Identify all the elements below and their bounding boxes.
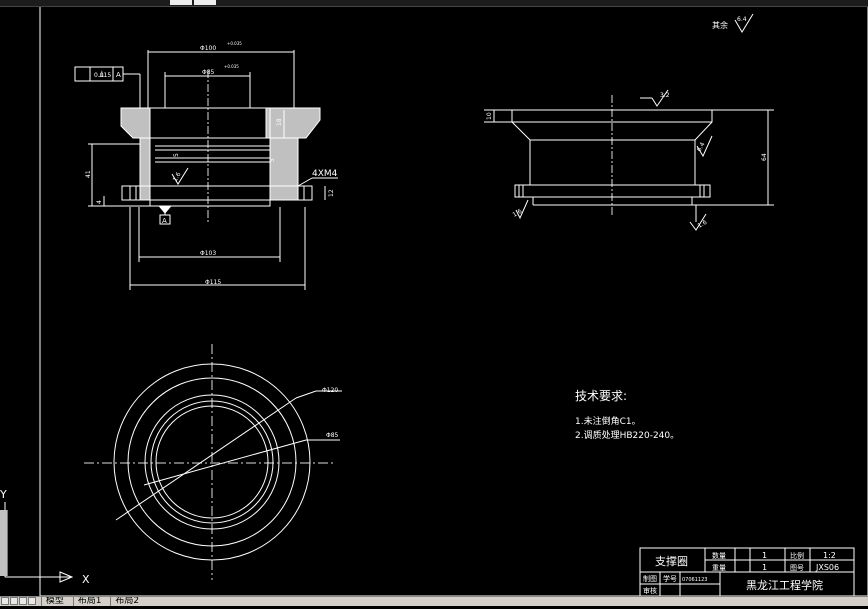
dim-right-upper: 18: [276, 118, 283, 126]
dim-groove-b: 5: [269, 158, 276, 162]
technical-requirements: 技术要求: 1.未注倒角C1。 2.调质处理HB220-240。: [575, 389, 679, 441]
title-drawing-no-label: 图号: [790, 564, 804, 572]
left-scrollbar[interactable]: [0, 510, 8, 576]
front-section-view: [74, 50, 338, 290]
title-scale-label: 比例: [790, 551, 804, 560]
title-drawing-no-value: JXS06: [815, 563, 839, 572]
title-drafter-label: 制图: [643, 574, 657, 583]
tab-nav-prev-icon[interactable]: [10, 597, 18, 605]
title-weight-value: 1: [762, 563, 767, 572]
datum-label: A: [162, 217, 167, 225]
dim-top-outer-tol: +0.035: [227, 41, 242, 46]
title-checker-label: 审核: [643, 586, 657, 595]
roughness-note-value: 6.4: [737, 16, 747, 23]
tab-layout2[interactable]: 布局2: [110, 597, 143, 606]
title-quantity-value: 1: [762, 551, 767, 560]
tech-req-item: 2.调质处理HB220-240。: [575, 429, 679, 441]
dim-left-small: 4: [96, 200, 103, 204]
dim-groove-a: 5: [173, 153, 180, 157]
title-quantity-label: 数量: [712, 551, 726, 560]
tech-req-item: 1.未注倒角C1。: [575, 415, 641, 427]
thread-note: 4XM4: [312, 169, 338, 179]
top-strip-tab[interactable]: [194, 0, 216, 5]
ucs-icon: X Y: [0, 488, 90, 586]
tab-nav-next-icon[interactable]: [19, 597, 27, 605]
front-view-labels: ⊥ 0.015 A A Φ100 +0.035 Φ85 +0.035 41 18…: [85, 41, 338, 286]
title-student-id-value: 07061123: [682, 577, 707, 583]
window-top-strip: [0, 0, 868, 7]
top-dim-inner: Φ85: [326, 432, 339, 439]
title-scale-value: 1:2: [823, 551, 836, 560]
dim-bottom-inner: Φ103: [200, 250, 216, 257]
tolerance-value: 0.015: [94, 72, 111, 79]
side-view: [484, 89, 774, 231]
side-dim-top-thickness: 10: [486, 112, 493, 120]
title-student-id-label: 学号: [663, 574, 677, 583]
roughness-note: 其余 6.4: [712, 13, 754, 33]
side-roughness-bottom: 1.6: [697, 219, 709, 230]
side-roughness-left: 1.6: [512, 208, 524, 219]
roughness-inner-value: 1.6: [172, 171, 183, 183]
drawing-border: [39, 5, 868, 597]
dim-top-inner-tol: +0.035: [224, 64, 239, 69]
tab-nav-first-icon[interactable]: [1, 597, 9, 605]
tab-model[interactable]: 模型: [40, 597, 68, 606]
top-view-labels: Φ120 Φ85: [322, 387, 339, 439]
side-view-labels: 10 64 3.2 6.4 1.6 1.6: [486, 92, 768, 230]
side-dim-height: 64: [761, 153, 768, 161]
dim-top-outer: Φ100: [200, 45, 216, 52]
top-view: [84, 344, 342, 580]
title-weight-label: 重量: [712, 564, 726, 572]
dim-top-inner: Φ85: [202, 69, 215, 76]
ucs-y-label: Y: [0, 488, 7, 501]
ucs-x-label: X: [82, 573, 90, 586]
dim-bottom-outer: Φ115: [205, 279, 221, 286]
dim-height: 41: [85, 170, 92, 178]
roughness-note-label: 其余: [712, 20, 728, 30]
side-roughness-right: 6.4: [696, 141, 707, 153]
title-part-name: 支撑圈: [655, 554, 688, 568]
layout-tab-bar: 模型 布局1 布局2: [0, 596, 868, 606]
top-dim-outer: Φ120: [322, 387, 338, 394]
tolerance-symbol: ⊥: [98, 70, 106, 80]
tab-nav-last-icon[interactable]: [28, 597, 36, 605]
tech-req-title: 技术要求:: [575, 389, 627, 403]
title-school: 黑龙江工程学院: [746, 578, 823, 592]
title-block: 支撑圈 数量 1 重量 1 比例 1:2 图号 JXS06 制图 审核 学号 0…: [639, 547, 855, 597]
tab-layout1[interactable]: 布局1: [72, 597, 106, 606]
top-strip-tab[interactable]: [170, 0, 192, 5]
side-roughness-top: 3.2: [660, 92, 670, 99]
tolerance-datum-ref: A: [116, 71, 121, 79]
dim-right-lower: 12: [328, 189, 335, 197]
